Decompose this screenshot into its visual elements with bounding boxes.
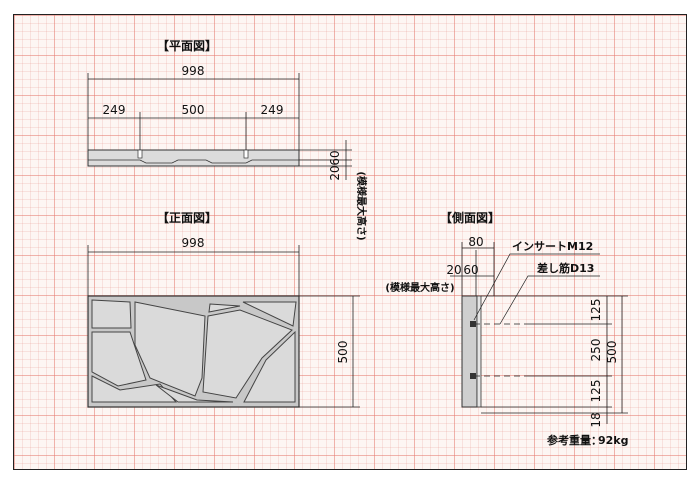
side-relief-note: (模様最大高さ) [385,281,454,294]
plan-center-label: 500 [182,103,205,117]
plan-relief-label: 20 [328,165,342,180]
front-stone [155,384,234,403]
plan-panel-shape [87,149,300,167]
plan-left-label: 249 [103,103,126,117]
side-top-label: 125 [589,299,603,322]
front-total-dimension [87,245,300,296]
plan-relief-note: (模様最大高さ) [355,171,368,240]
plan-right-label: 249 [261,103,284,117]
side-relief-label: 20 [446,263,461,277]
front-total-label: 998 [182,236,205,250]
weight-value: 92kg [598,434,629,447]
insert-leader [473,253,600,321]
side-vertical-dimensions [481,295,628,424]
side-thickness-label: 60 [463,263,478,277]
front-stone [243,330,296,403]
front-height-dimension [299,295,360,408]
front-view-title: 【正面図】 [157,210,217,225]
rebar-leader [499,275,600,325]
side-mid-label: 250 [589,339,603,362]
side-inserts [470,321,530,379]
front-stone [91,299,132,329]
front-stone [202,309,293,399]
plan-view-title: 【平面図】 [157,38,217,53]
insert-callout: インサートM12 [512,240,593,253]
front-stone [242,301,297,327]
front-stone [208,303,241,313]
side-bottom-label: 125 [589,380,603,403]
front-height-label: 500 [336,341,350,364]
side-depth-dimension [450,242,495,296]
side-base-label: 18 [589,412,603,427]
plan-total-dimension [87,73,300,150]
side-view-title: 【側面図】 [440,210,500,225]
weight-label: 参考重量： [547,433,602,447]
front-stone [91,331,147,387]
plan-thickness-label: 60 [328,150,342,165]
plan-total-label: 998 [182,64,205,78]
rebar-callout: 差し筋D13 [537,261,594,275]
side-total-label: 500 [605,341,619,364]
side-depth-label: 80 [468,235,483,249]
front-stone [134,301,206,397]
front-panel [87,295,300,408]
plan-segment-dimension [88,112,299,150]
plan-thickness-dimension [299,140,352,180]
